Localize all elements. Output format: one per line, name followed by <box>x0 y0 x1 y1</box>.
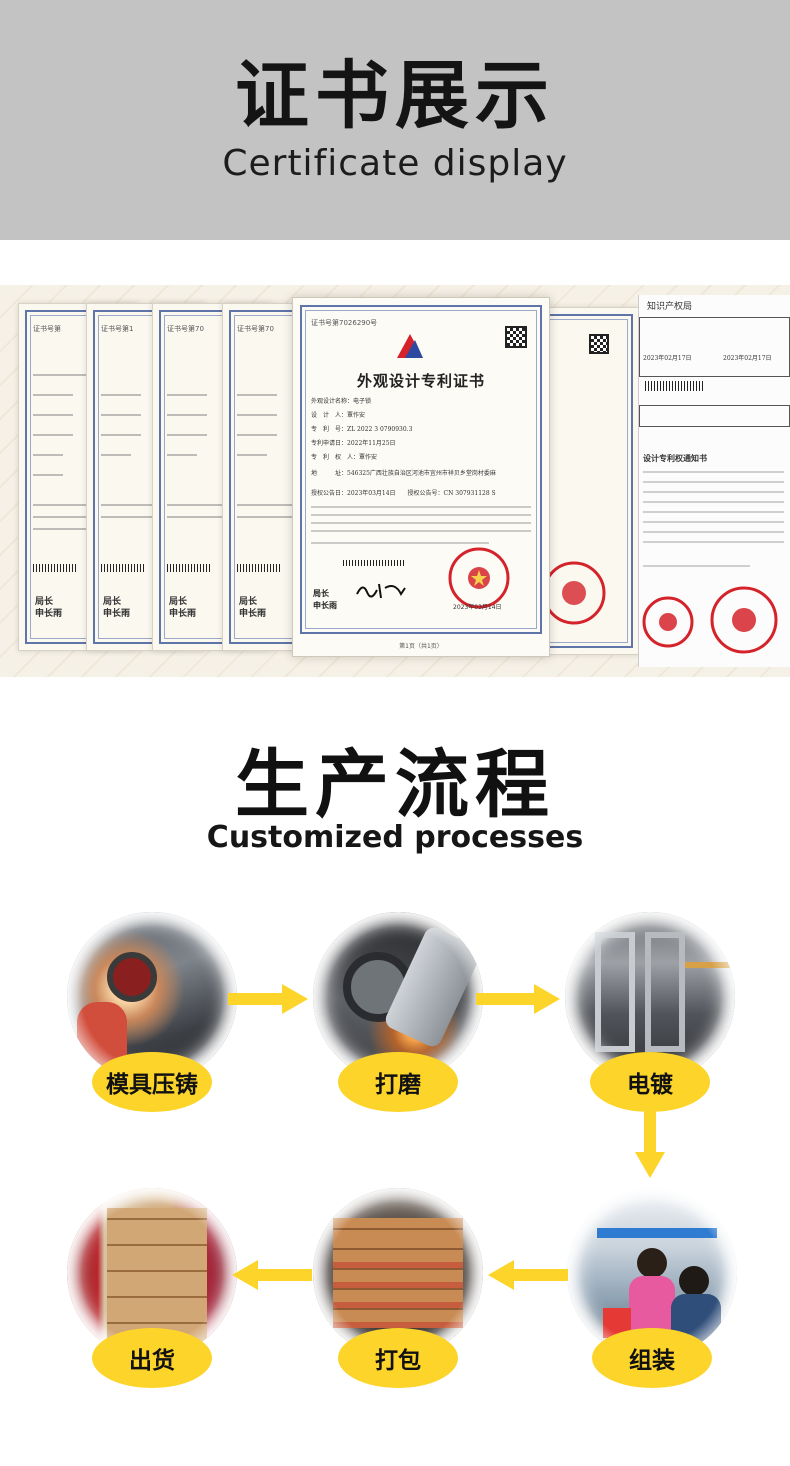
step-label-grinding: 打磨 <box>338 1052 458 1112</box>
process-step-electroplating: 电镀 <box>550 912 750 1112</box>
certificate-header: 证书展示 Certificate display <box>0 0 790 240</box>
seal-icon <box>542 561 606 625</box>
arrow-down-icon <box>635 1110 665 1178</box>
step-label-packing: 打包 <box>338 1328 458 1388</box>
step-label-electroplating: 电镀 <box>590 1052 710 1112</box>
process-step-die-casting: 模具压铸 <box>52 912 252 1112</box>
die-casting-photo <box>67 912 237 1082</box>
official-seal-icon <box>448 547 510 609</box>
seal-icon <box>642 596 694 648</box>
process-step-packing: 打包 <box>298 1188 498 1388</box>
cnipa-logo-icon <box>397 334 423 358</box>
arrow-left-icon <box>232 1260 312 1290</box>
main-certificate: 证书号第7026290号 外观设计专利证书 外观设计名称：电子锁 设 计 人：覃… <box>292 297 550 657</box>
process-subtitle: Customized processes <box>206 820 584 855</box>
process-step-grinding: 打磨 <box>298 912 498 1112</box>
step-label-shipping: 出货 <box>92 1328 212 1388</box>
chief-signature-block: 局长 申长雨 <box>313 589 337 610</box>
process-step-shipping: 出货 <box>52 1188 252 1388</box>
packing-photo <box>313 1188 483 1358</box>
arrow-right-icon <box>228 984 308 1014</box>
step-label-die-casting: 模具压铸 <box>92 1052 212 1112</box>
step-label-assembly: 组装 <box>592 1328 712 1388</box>
arrow-right-icon <box>476 984 560 1014</box>
certificates-image: 证书号第 局长申长雨 证书号第1 局长申长雨 证书号第70 局长申长雨 <box>0 285 790 677</box>
certificate-title: 证书展示 <box>235 53 555 139</box>
patent-notice-document: 知识产权局 2023年02月17日 2023年02月17日 设计专利权通知书 <box>638 295 790 667</box>
process-title: 生产流程 <box>235 742 555 828</box>
signature-icon <box>356 583 406 599</box>
arrow-left-icon <box>488 1260 568 1290</box>
qr-code-icon <box>505 326 527 348</box>
seal-icon <box>710 586 778 654</box>
process-step-assembly: 组装 <box>552 1188 752 1388</box>
certificate-subtitle: Certificate display <box>222 143 568 184</box>
